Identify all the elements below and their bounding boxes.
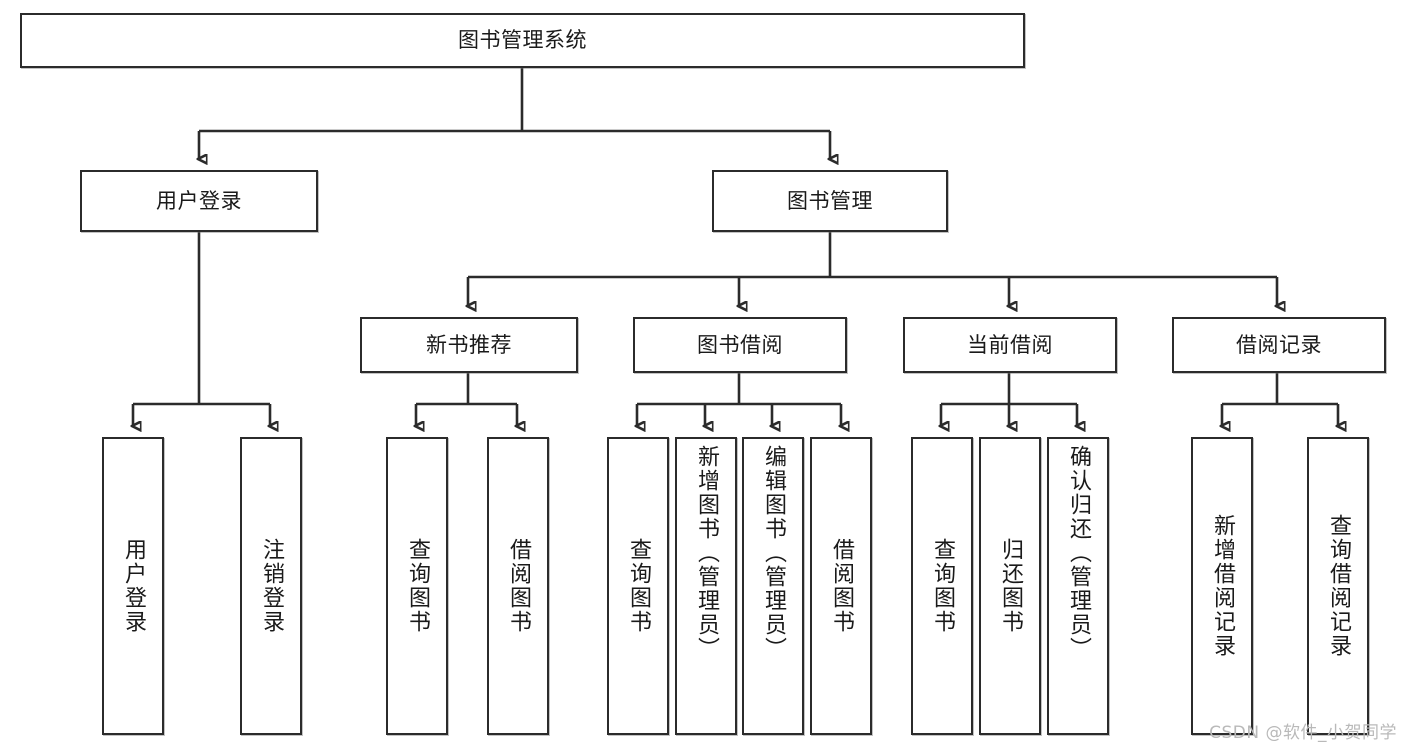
csdn-watermark: CSDN @软件_小贺同学 — [1209, 723, 1397, 743]
node-label: 归还图书 — [998, 538, 1023, 634]
leaf-user-login[interactable]: 用户登录 — [102, 437, 164, 735]
node-label: 编辑图书（管理员） — [761, 445, 786, 661]
node-label: 确认归还（管理员） — [1066, 445, 1091, 661]
node-label: 新增图书（管理员） — [694, 445, 719, 661]
leaf-add-book-admin[interactable]: 新增图书（管理员） — [675, 437, 737, 735]
node-label: 图书管理 — [787, 188, 873, 213]
node-label: 图书借阅 — [697, 332, 783, 357]
node-label: 查询图书 — [930, 538, 955, 634]
node-root-system[interactable]: 图书管理系统 — [20, 13, 1025, 68]
node-new-book-recommendation[interactable]: 新书推荐 — [360, 317, 578, 373]
leaf-confirm-return-admin[interactable]: 确认归还（管理员） — [1047, 437, 1109, 735]
node-book-management[interactable]: 图书管理 — [712, 170, 948, 232]
node-borrow-records[interactable]: 借阅记录 — [1172, 317, 1386, 373]
leaf-borrow-books-borrow[interactable]: 借阅图书 — [810, 437, 872, 735]
leaf-logout[interactable]: 注销登录 — [240, 437, 302, 735]
node-user-login[interactable]: 用户登录 — [80, 170, 318, 232]
node-label: 用户登录 — [156, 188, 242, 213]
leaf-query-books-borrow[interactable]: 查询图书 — [607, 437, 669, 735]
node-label: 借阅记录 — [1236, 332, 1322, 357]
node-label: 借阅图书 — [506, 538, 531, 634]
node-label: 查询图书 — [405, 538, 430, 634]
node-label: 借阅图书 — [829, 538, 854, 634]
node-label: 注销登录 — [259, 538, 284, 634]
node-book-borrow[interactable]: 图书借阅 — [633, 317, 847, 373]
node-label: 查询借阅记录 — [1326, 514, 1351, 658]
leaf-return-books[interactable]: 归还图书 — [979, 437, 1041, 735]
leaf-query-books-current[interactable]: 查询图书 — [911, 437, 973, 735]
node-label: 新书推荐 — [426, 332, 512, 357]
leaf-query-books-recommendation[interactable]: 查询图书 — [386, 437, 448, 735]
node-current-borrow[interactable]: 当前借阅 — [903, 317, 1117, 373]
node-label: 用户登录 — [121, 538, 146, 634]
node-label: 查询图书 — [626, 538, 651, 634]
leaf-edit-book-admin[interactable]: 编辑图书（管理员） — [742, 437, 804, 735]
node-label: 当前借阅 — [967, 332, 1053, 357]
leaf-query-borrow-record[interactable]: 查询借阅记录 — [1307, 437, 1369, 735]
leaf-add-borrow-record[interactable]: 新增借阅记录 — [1191, 437, 1253, 735]
node-label: 新增借阅记录 — [1210, 514, 1235, 658]
leaf-borrow-books-recommendation[interactable]: 借阅图书 — [487, 437, 549, 735]
node-label: 图书管理系统 — [458, 28, 587, 53]
